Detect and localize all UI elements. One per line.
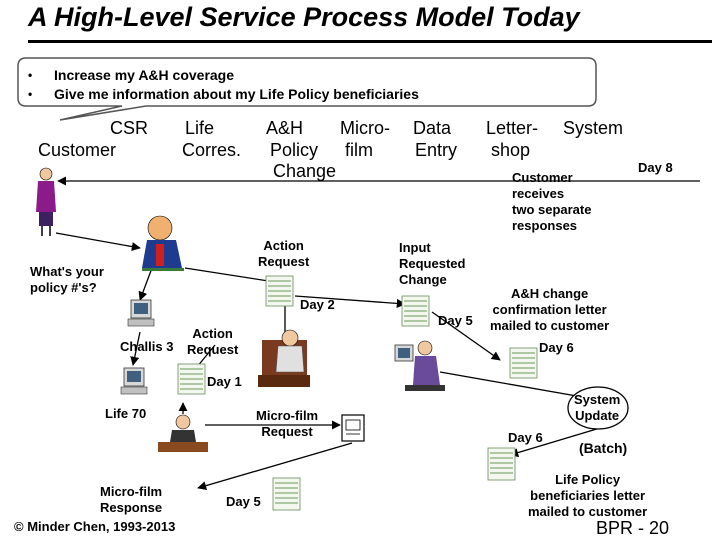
lane-life: Life — [185, 118, 215, 138]
page-number: BPR - 20 — [596, 518, 670, 538]
lane-film: film — [345, 140, 373, 160]
life70-clerk-figure — [158, 402, 208, 452]
lane-shop: shop — [491, 140, 531, 160]
lane-system: System — [563, 118, 624, 138]
label-day8: Day 8 — [638, 160, 673, 175]
lane-data: Data — [413, 118, 452, 138]
microfilm-reader — [341, 414, 365, 442]
input-change-arrow — [294, 295, 406, 308]
challis-arrow — [138, 267, 153, 301]
label-challis: Challis 3 — [120, 339, 174, 354]
action-request-arrow — [184, 267, 276, 286]
copyright-footer: © Minder Chen, 1993-2013 — [14, 519, 176, 534]
call-arrow — [55, 232, 141, 252]
title-rule — [28, 40, 712, 43]
label-day6: Day 6 — [508, 430, 543, 445]
challis-computer — [127, 299, 155, 327]
label-day1: Day 1 — [207, 374, 242, 389]
ah-worker-figure — [258, 329, 310, 387]
batch-arrow — [509, 427, 601, 458]
label-life70: Life 70 — [105, 406, 147, 421]
lane-entry: Entry — [415, 140, 458, 160]
label-day5: Day 5 — [226, 494, 261, 509]
label-microfilm-request: Micro-film Request — [256, 408, 319, 439]
lane-letter: Letter- — [486, 118, 539, 138]
lane-csr: CSR — [110, 118, 149, 138]
label-ah-change: A&H change confirmation letter mailed to… — [490, 286, 610, 333]
csr-figure — [142, 215, 184, 271]
label-day2: Day 2 — [300, 297, 335, 312]
label-day5: Day 5 — [438, 313, 473, 328]
system-update-node — [567, 386, 629, 430]
page-title: A High-Level Service Process Model Today — [28, 2, 580, 32]
document-stack — [487, 447, 516, 481]
document-stack — [177, 363, 206, 395]
life70-arrow — [130, 331, 141, 366]
label-customer-receives: Customer receives two separate responses — [512, 170, 592, 233]
label-action-request: Action Request — [258, 238, 310, 269]
bullet-dot: • — [28, 68, 33, 82]
lane-micro: Micro- — [340, 118, 390, 138]
document-stack — [509, 347, 538, 379]
lane-policy: Policy — [270, 140, 319, 160]
document-stack — [272, 477, 301, 511]
data-entry-figure — [394, 340, 445, 391]
confirmation-arrow — [431, 311, 501, 361]
customer-figure — [36, 167, 56, 236]
label-day6: Day 6 — [539, 340, 574, 355]
system-update-arrow — [439, 371, 589, 402]
lane-corres: Corres. — [182, 140, 242, 160]
document-stack — [265, 275, 294, 307]
microfilm-response-arrow — [197, 442, 353, 491]
bullet-dot: • — [28, 87, 33, 101]
label-whats-your-policy: What's your policy #'s? — [30, 264, 104, 295]
lane-ah: A&H — [266, 118, 304, 138]
label-batch: (Batch) — [579, 440, 628, 456]
label-life-policy-letter: Life Policy beneficiaries letter mailed … — [528, 472, 648, 519]
document-stack — [401, 295, 430, 327]
life70-computer — [120, 367, 148, 395]
label-action-request: Action Request — [187, 326, 239, 357]
label-microfilm-response: Micro-film Response — [100, 484, 163, 515]
label-system-update: System Update — [574, 392, 621, 423]
lane-customer: Customer — [38, 140, 117, 160]
label-input-requested-change: Input Requested Change — [399, 240, 466, 287]
bullet-item: Give me information about my Life Policy… — [54, 86, 419, 102]
lane-change: Change — [273, 161, 337, 181]
bullet-item: Increase my A&H coverage — [54, 67, 235, 83]
